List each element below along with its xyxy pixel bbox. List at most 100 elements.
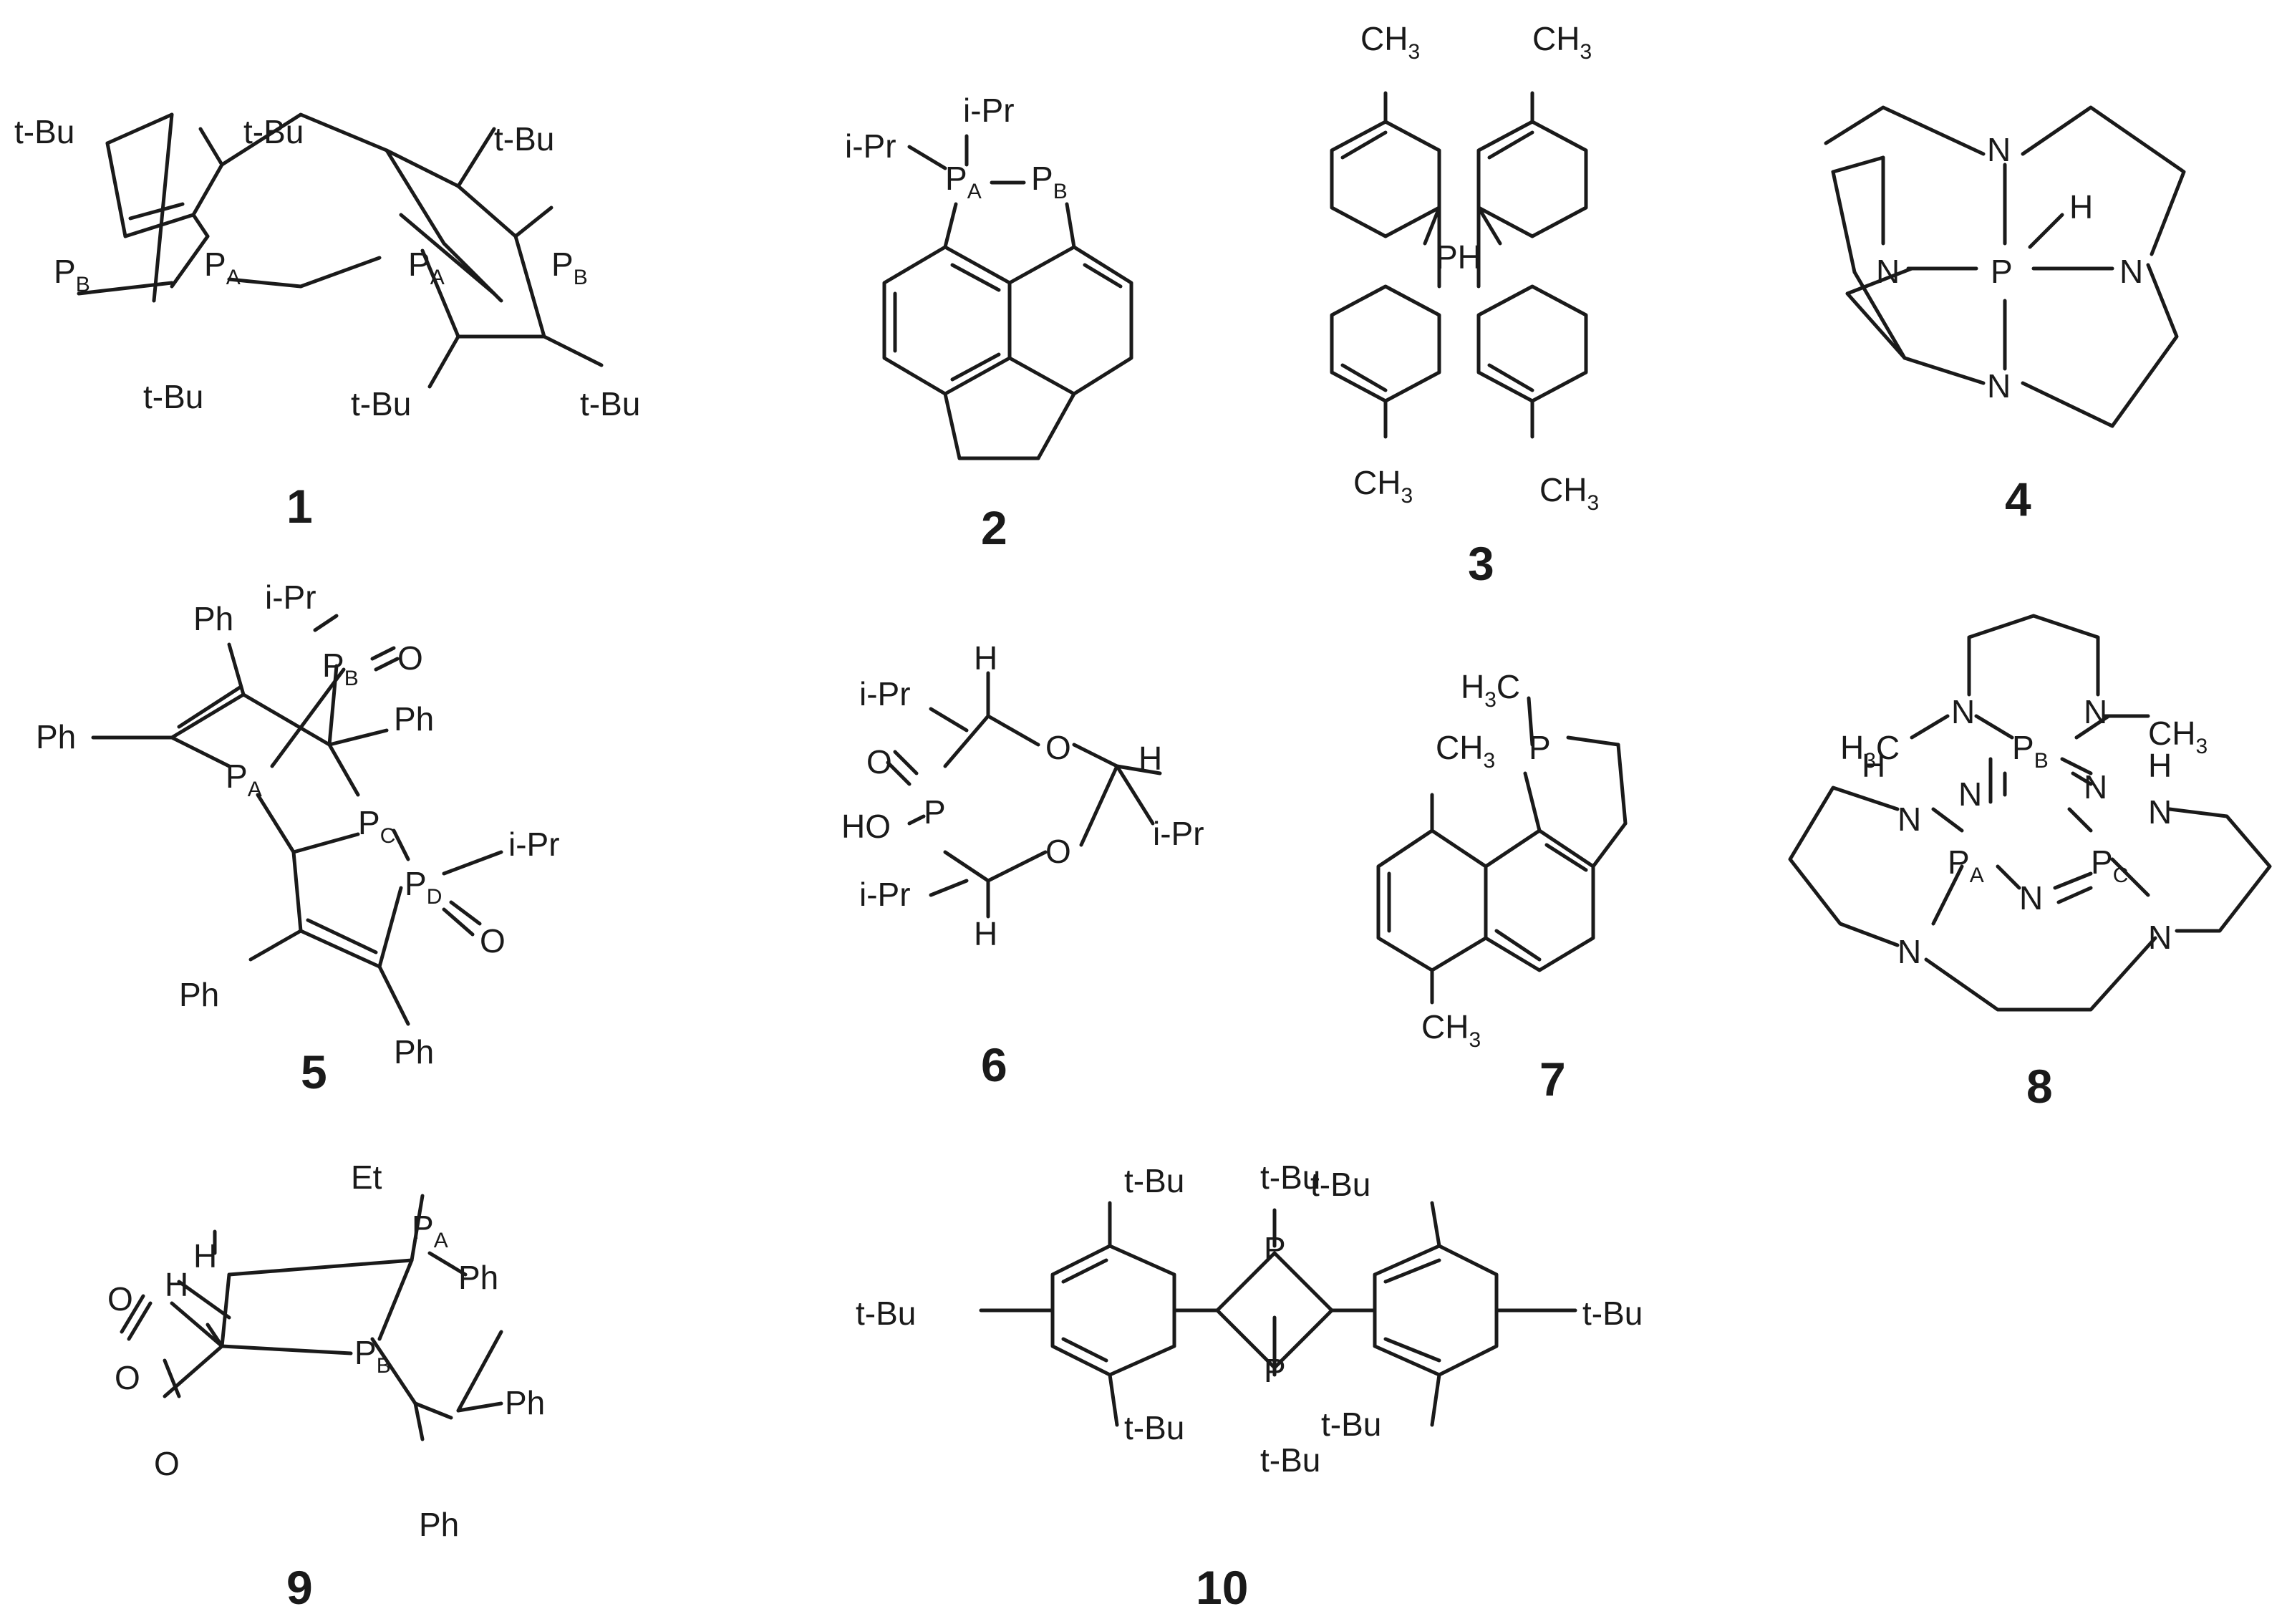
- atom-label: t-Bu: [580, 385, 640, 422]
- atom-label: PB: [551, 246, 588, 289]
- compound-6: i-Pr i-Pr i-Pr H H H O O O P HO 6: [841, 639, 1204, 1091]
- atom-label: PH: [1436, 238, 1481, 276]
- atom-label: t-Bu: [1260, 1441, 1320, 1479]
- compound-number: 10: [1196, 1561, 1248, 1614]
- atom-label: P: [1264, 1230, 1286, 1267]
- atom-label: H: [2069, 188, 2093, 226]
- atom-label: Ph: [36, 718, 76, 755]
- atom-label: P: [1264, 1352, 1286, 1389]
- atom-label: CH3: [1421, 1008, 1481, 1052]
- atom-label: O: [480, 922, 506, 960]
- atom-label: N: [2119, 253, 2143, 290]
- atom-label: t-Bu: [856, 1295, 916, 1332]
- atom-label: PC: [358, 804, 395, 848]
- compound-number: 4: [2005, 473, 2031, 526]
- atom-label: PB: [354, 1334, 391, 1378]
- atom-label: CH3: [1532, 20, 1592, 64]
- atom-label: H: [2148, 747, 2172, 784]
- atom-label: N: [2148, 793, 2172, 831]
- atom-label: Ph: [179, 976, 219, 1013]
- atom-label: t-Bu: [143, 378, 203, 415]
- compound-3: CH3 CH3 CH3 CH3 PH 3: [1330, 20, 1599, 590]
- atom-label: N: [2019, 879, 2043, 917]
- compound-number: 2: [981, 501, 1007, 554]
- atom-label: O: [866, 743, 892, 780]
- atom-label: H3C: [1840, 729, 1900, 773]
- atom-label: CH3: [1539, 471, 1599, 515]
- atom-label: N: [2148, 919, 2172, 956]
- atom-label: O: [1045, 729, 1071, 766]
- compound-2: i-Pr i-Pr PA PB 2: [845, 92, 1133, 554]
- atom-label: PA: [945, 160, 982, 203]
- atom-label: i-Pr: [963, 92, 1015, 129]
- atom-label: O: [1045, 833, 1071, 870]
- compound-5: Ph Ph Ph Ph Ph i-Pr i-Pr PB O PA PC PD O…: [36, 579, 560, 1098]
- atom-label: N: [2084, 693, 2107, 730]
- atom-label: CH3: [1436, 729, 1495, 773]
- atom-label: Ph: [394, 1033, 434, 1070]
- atom-label: P: [1991, 253, 2013, 290]
- atom-label: PA: [1948, 844, 1984, 887]
- atom-label: Ph: [458, 1259, 498, 1296]
- atom-label: CH3: [1360, 20, 1420, 64]
- atom-label: t-Bu: [1124, 1162, 1184, 1199]
- atom-label: t-Bu: [243, 113, 304, 150]
- atom-label: i-Pr: [265, 579, 316, 616]
- atom-label: PB: [322, 647, 359, 690]
- atom-label: H: [1862, 747, 1885, 784]
- atom-label: HO: [841, 808, 891, 845]
- atom-label: PA: [204, 246, 241, 289]
- atom-label: t-Bu: [351, 385, 411, 422]
- atom-label: PB: [54, 253, 90, 296]
- atom-label: P: [1529, 729, 1551, 766]
- atom-label: PC: [2091, 844, 2128, 887]
- atom-label: t-Bu: [1310, 1166, 1370, 1203]
- compound-number: 3: [1468, 537, 1494, 590]
- atom-label: CH3: [1353, 464, 1413, 508]
- atom-label: O: [115, 1359, 140, 1396]
- compound-1: t-Bu t-Bu t-Bu t-Bu t-Bu t-Bu PB PA PA P…: [14, 112, 640, 533]
- atom-label: N: [1897, 933, 1921, 970]
- atom-label: H: [974, 915, 997, 952]
- atom-label: PB: [2012, 729, 2049, 773]
- atom-label: N: [1897, 801, 1921, 838]
- atom-label: O: [397, 639, 423, 677]
- atom-label: i-Pr: [859, 675, 911, 712]
- compound-7: H3C P CH3 CH3 7: [1376, 668, 1628, 1106]
- atom-label: Ph: [193, 600, 233, 637]
- atom-label: Et: [351, 1159, 382, 1196]
- compound-number: 9: [286, 1561, 313, 1614]
- atom-label: N: [2084, 768, 2107, 806]
- atom-label: O: [107, 1280, 133, 1318]
- atom-label: PA: [408, 246, 445, 289]
- atom-label: i-Pr: [1153, 815, 1204, 852]
- atom-label: t-Bu: [1124, 1409, 1184, 1446]
- atom-label: i-Pr: [859, 876, 911, 913]
- atom-label: PD: [405, 865, 442, 909]
- atom-label: N: [1958, 775, 1982, 813]
- atom-label: PA: [226, 758, 262, 801]
- compound-10: t-Bu t-Bu t-Bu t-Bu t-Bu t-Bu t-Bu t-Bu …: [856, 1159, 1643, 1614]
- compound-4: N N N N P H 4: [1824, 105, 2186, 526]
- compound-number: 7: [1539, 1053, 1566, 1106]
- atom-label: i-Pr: [845, 127, 896, 165]
- compound-number: 5: [301, 1045, 327, 1098]
- atom-label: N: [1876, 253, 1900, 290]
- atom-label: t-Bu: [1582, 1295, 1643, 1332]
- compound-9: Et PA Ph H H O O O PB Ph Ph 9: [107, 1159, 545, 1614]
- compound-number: 6: [981, 1038, 1007, 1091]
- compound-number: 8: [2026, 1060, 2053, 1113]
- atom-label: t-Bu: [494, 120, 554, 158]
- atom-label: H: [165, 1266, 188, 1303]
- atom-label: PB: [1031, 160, 1068, 203]
- atom-label: N: [1951, 693, 1975, 730]
- atom-label: N: [1987, 131, 2011, 168]
- atom-label: P: [924, 793, 946, 831]
- atom-label: O: [154, 1445, 180, 1482]
- atom-label: Ph: [419, 1506, 459, 1543]
- atom-label: N: [1987, 367, 2011, 405]
- atom-label: H3C: [1461, 668, 1520, 712]
- atom-label: H: [974, 639, 997, 677]
- atom-label: t-Bu: [1260, 1159, 1320, 1196]
